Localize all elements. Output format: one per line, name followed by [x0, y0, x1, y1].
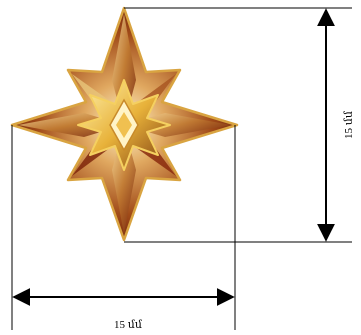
- height-dimension-label: 15 մմ: [343, 110, 355, 139]
- star-center-core: [116, 112, 132, 138]
- star-icon: [10, 6, 239, 242]
- width-dimension-label: 15 մմ: [114, 319, 143, 331]
